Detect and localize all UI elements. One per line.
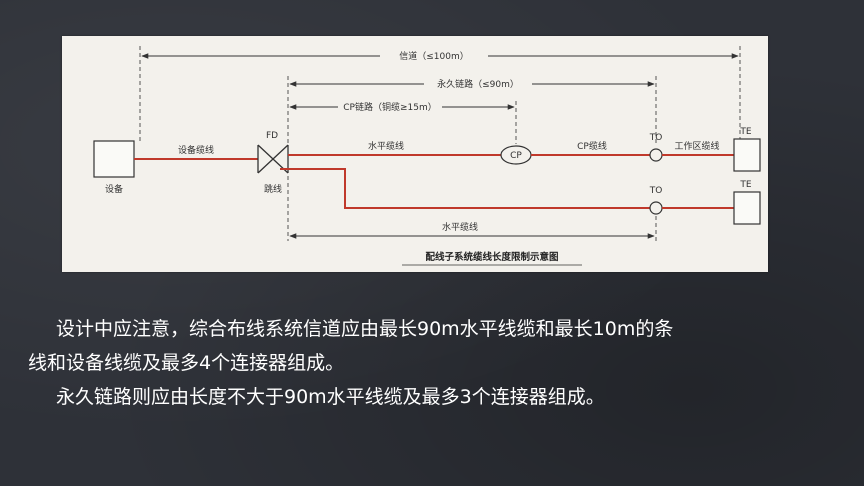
cp-label: CP [510,151,522,161]
paragraph-2-line-1: 永久链路则应由长度不大于90m水平线缆及最多3个连接器组成。 [56,386,605,408]
work-area-cable-label: 工作区缆线 [674,140,719,152]
permanent-link-label: 永久链路（≤90m） [437,78,519,90]
device-box [93,140,135,178]
te-bottom-box [733,191,761,225]
cp-link-label: CP链路（铜缆≥15m） [343,101,436,113]
paragraph-1-line-2: 线和设备线缆及最多4个连接器组成。 [28,352,345,374]
horizontal-cable-top-label: 水平缆线 [368,140,404,152]
horizontal-cable-bottom-label: 水平缆线 [442,221,478,233]
paragraph-1: 设计中应注意，综合布线系统信道应由最长90m水平线缆和最长10m的条 [28,312,848,346]
paragraph-1-line-1: 设计中应注意，综合布线系统信道应由最长90m水平线缆和最长10m的条 [56,318,674,340]
te-bottom-label: TE [739,180,751,190]
device-cable-label: 设备缆线 [178,144,214,156]
paragraph-1-continued: 线和设备线缆及最多4个连接器组成。 [28,346,848,380]
cabling-length-diagram: 信道（≤100m） 永久链路（≤90m） CP链路（铜缆≥15m） 设备 设备缆… [62,36,768,272]
channel-label: 信道（≤100m） [399,50,469,62]
te-top-box [733,138,761,172]
paragraph-2: 永久链路则应由长度不大于90m水平线缆及最多3个连接器组成。 [28,380,848,414]
patch-label: 跳线 [264,183,282,195]
diagram-caption: 配线子系统缆线长度限制示意图 [425,251,558,263]
cp-cable-label: CP缆线 [577,140,607,152]
body-text: 设计中应注意，综合布线系统信道应由最长90m水平线缆和最长10m的条 线和设备线… [28,312,848,414]
te-top-label: TE [739,127,751,137]
to-bottom-label: TO [649,186,663,196]
fd-label: FD [266,131,278,141]
horizontal-cable-bottom-line [280,168,650,209]
to-bottom-outlet [649,201,663,215]
device-label: 设备 [105,183,123,195]
to-top-outlet [649,148,663,162]
diagram-svg: 信道（≤100m） 永久链路（≤90m） CP链路（铜缆≥15m） 设备 设备缆… [93,46,761,266]
to-top-label: TO [649,133,663,143]
